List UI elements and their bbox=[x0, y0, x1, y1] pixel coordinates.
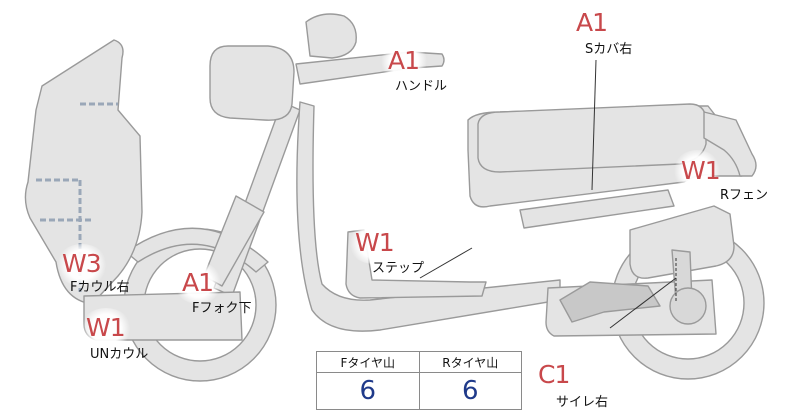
part-label: ステップ bbox=[372, 261, 425, 276]
part-label: Rフェン bbox=[720, 188, 769, 203]
rear-tire-value: 6 bbox=[418, 372, 522, 410]
tire-tread-table: Fタイヤ山 Rタイヤ山 6 6 bbox=[316, 351, 522, 410]
leader-step bbox=[419, 247, 473, 279]
part-label: サイレ右 bbox=[556, 395, 609, 410]
rear-fender bbox=[703, 111, 757, 177]
headlight bbox=[209, 45, 295, 121]
part-label: Fフォク下 bbox=[192, 301, 252, 316]
seat bbox=[477, 103, 707, 173]
part-label: ハンドル bbox=[395, 79, 448, 94]
step-floor bbox=[345, 229, 487, 299]
part-label: UNカウル bbox=[90, 347, 149, 362]
leader-muffler bbox=[609, 277, 677, 329]
part-label: Fカウル右 bbox=[70, 280, 130, 295]
engine-block bbox=[629, 205, 735, 279]
halo bbox=[174, 262, 222, 304]
front-fork-lower bbox=[203, 195, 265, 287]
front-tire-header: Fタイヤ山 bbox=[316, 351, 420, 373]
part-label: Sカバ右 bbox=[585, 42, 633, 57]
damage-code: A1 bbox=[576, 8, 608, 37]
table-value-row: 6 6 bbox=[316, 372, 522, 410]
halo bbox=[56, 244, 108, 286]
front-tire-value: 6 bbox=[316, 372, 420, 410]
damage-code: A1 bbox=[182, 268, 214, 297]
rear-hub bbox=[669, 287, 707, 325]
damage-code: A1 bbox=[388, 46, 420, 75]
damage-code: W1 bbox=[355, 228, 395, 257]
damage-code: W1 bbox=[86, 313, 126, 342]
front-cowl bbox=[24, 39, 143, 305]
halo bbox=[567, 2, 615, 44]
halo bbox=[80, 308, 132, 350]
leader-scover bbox=[591, 59, 597, 191]
halo bbox=[530, 354, 578, 396]
muffler bbox=[559, 281, 661, 323]
table-header-row: Fタイヤ山 Rタイヤ山 bbox=[316, 351, 522, 373]
damage-code: C1 bbox=[538, 360, 570, 389]
meter bbox=[305, 13, 357, 59]
halo bbox=[673, 150, 721, 192]
damage-code: W1 bbox=[681, 156, 721, 185]
halo bbox=[348, 222, 400, 264]
damage-code: W3 bbox=[62, 249, 102, 278]
rear-tire-header: Rタイヤ山 bbox=[418, 351, 522, 373]
side-rail bbox=[519, 189, 675, 229]
halo bbox=[380, 40, 428, 82]
